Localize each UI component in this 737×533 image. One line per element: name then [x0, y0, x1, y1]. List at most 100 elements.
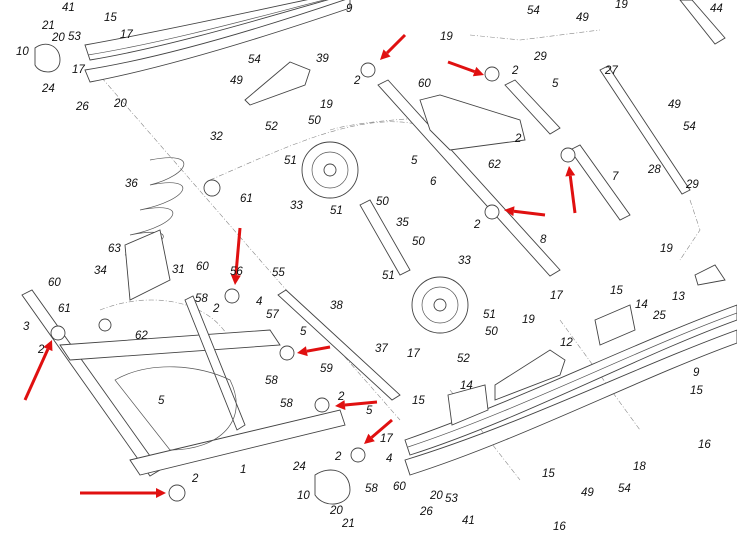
red-arrow-icon — [565, 166, 577, 214]
part-number-label: 59 — [320, 363, 333, 375]
part-number-label: 29 — [533, 51, 547, 63]
part-number-label: 58 — [195, 293, 208, 305]
part-number-label: 62 — [488, 159, 501, 171]
part-number-label: 9 — [693, 367, 700, 379]
red-arrow-icon — [504, 206, 546, 217]
part-number-label: 15 — [610, 285, 623, 297]
part-number-label: 12 — [560, 337, 573, 349]
part-number-label: 17 — [407, 348, 420, 360]
part-number-label: 29 — [685, 179, 699, 191]
part-number-label: 17 — [72, 64, 85, 76]
part-number-label: 19 — [615, 0, 628, 11]
red-arrow-icon — [364, 418, 393, 444]
red-arrow-icon — [23, 340, 53, 401]
part-number-label: 33 — [458, 255, 471, 267]
part-number-label: 18 — [633, 461, 646, 473]
part-number-label: 2 — [514, 133, 522, 145]
part-number-label: 5 — [366, 405, 373, 417]
part-number-label: 17 — [120, 29, 133, 41]
part-number-label: 19 — [320, 99, 333, 111]
red-arrow-icon — [297, 345, 331, 357]
part-number-label: 26 — [419, 506, 433, 518]
part-number-label: 5 — [300, 326, 307, 338]
part-number-label: 60 — [48, 277, 61, 289]
rail-upper — [84, 0, 351, 83]
part-number-label: 17 — [550, 290, 563, 302]
part-number-label: 63 — [108, 243, 121, 255]
part-number-label: 26 — [75, 101, 89, 113]
part-number-label: 20 — [113, 98, 127, 110]
part-number-label: 8 — [540, 234, 547, 246]
part-number-label: 41 — [462, 515, 475, 527]
part-number-label: 32 — [210, 131, 223, 143]
part-number-label: 58 — [365, 483, 378, 495]
part-number-label: 5 — [411, 155, 418, 167]
part-number-label: 14 — [635, 299, 648, 311]
bushings — [50, 62, 576, 502]
part-number-label: 9 — [346, 3, 353, 15]
part-number-label: 24 — [41, 83, 55, 95]
red-arrow-icon — [447, 60, 484, 77]
part-number-label: 4 — [386, 453, 392, 465]
part-number-label: 15 — [104, 12, 117, 24]
part-number-label: 49 — [230, 75, 243, 87]
red-arrow-icon — [80, 488, 166, 498]
part-number-label: 13 — [672, 291, 685, 303]
part-number-label: 44 — [710, 3, 723, 15]
part-number-label: 1 — [240, 464, 246, 476]
part-number-label: 51 — [483, 309, 496, 321]
part-number-label: 16 — [698, 439, 711, 451]
part-number-label: 37 — [375, 343, 388, 355]
part-number-label: 60 — [418, 78, 431, 90]
part-number-label: 39 — [316, 53, 329, 65]
part-number-label: 58 — [265, 375, 278, 387]
part-number-label: 51 — [284, 155, 297, 167]
part-number-label: 61 — [58, 303, 71, 315]
part-number-label: 15 — [412, 395, 425, 407]
part-number-label: 50 — [412, 236, 425, 248]
part-number-label: 2 — [37, 344, 45, 356]
part-number-label: 25 — [652, 310, 666, 322]
part-number-label: 21 — [341, 518, 355, 530]
part-number-label: 49 — [581, 487, 594, 499]
part-number-label: 35 — [396, 217, 409, 229]
part-number-label: 60 — [196, 261, 209, 273]
part-number-label: 2 — [353, 75, 361, 87]
part-number-label: 60 — [393, 481, 406, 493]
part-number-label: 50 — [376, 196, 389, 208]
part-number-label: 51 — [330, 205, 343, 217]
part-number-label: 58 — [280, 398, 293, 410]
red-arrow-icon — [230, 227, 242, 285]
brackets — [34, 43, 726, 505]
part-number-label: 61 — [240, 193, 253, 205]
part-number-label: 20 — [429, 490, 443, 502]
part-number-label: 2 — [191, 473, 199, 485]
a-frame — [419, 94, 526, 151]
part-number-label: 52 — [457, 353, 470, 365]
part-number-label: 36 — [125, 178, 138, 190]
part-number-label: 15 — [542, 468, 555, 480]
part-number-label: 55 — [272, 267, 285, 279]
rail-lower — [404, 304, 737, 476]
part-number-label: 5 — [552, 78, 559, 90]
shock-absorber — [98, 157, 221, 332]
part-number-label: 38 — [330, 300, 343, 312]
part-number-label: 54 — [618, 483, 631, 495]
part-number-label: 27 — [604, 65, 618, 77]
part-number-label: 54 — [527, 5, 540, 17]
part-number-label: 6 — [430, 176, 437, 188]
part-number-label: 56 — [230, 266, 243, 278]
part-number-label: 31 — [172, 264, 185, 276]
part-number-label: 15 — [690, 385, 703, 397]
part-number-label: 2 — [511, 65, 519, 77]
part-number-label: 54 — [248, 54, 261, 66]
part-number-label: 20 — [51, 32, 65, 44]
part-number-label: 21 — [41, 20, 55, 32]
part-number-label: 24 — [292, 461, 306, 473]
part-number-label: 41 — [62, 2, 75, 14]
part-number-label: 14 — [460, 380, 473, 392]
part-number-label: 28 — [647, 164, 661, 176]
part-number-label: 57 — [266, 309, 279, 321]
